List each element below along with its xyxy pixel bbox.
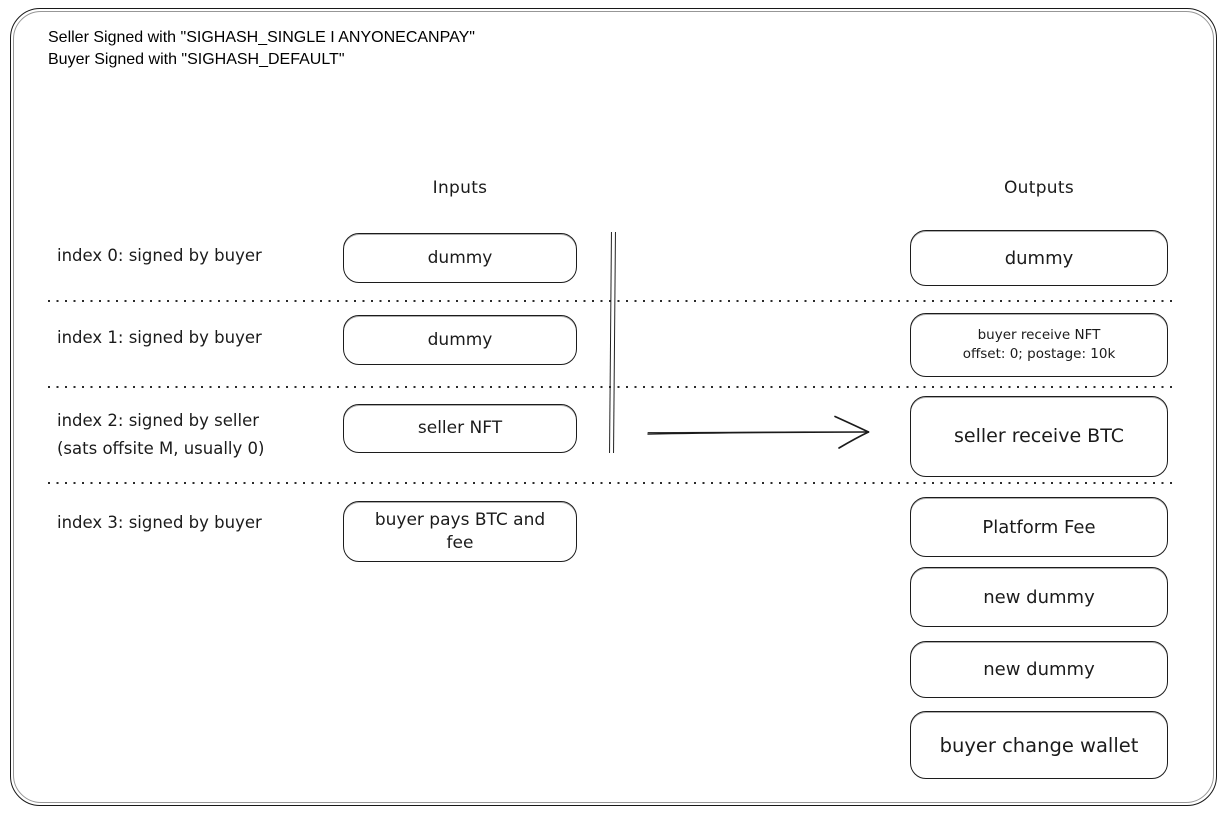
row-separator-3 [48, 482, 1172, 484]
seller-signature-note: Seller Signed with "SIGHASH_SINGLE I ANY… [48, 29, 475, 46]
output-box-buyer-receive-nft: buyer receive NFT offset: 0; postage: 10… [910, 313, 1168, 377]
flow-arrow-icon [647, 415, 870, 449]
input-box-dummy-0: dummy [343, 233, 577, 283]
output-box-buyer-change-wallet: buyer change wallet [910, 711, 1168, 779]
row-label-index2: index 2: signed by seller (sats offsite … [57, 411, 265, 458]
row-label-index3: index 3: signed by buyer [57, 513, 262, 532]
output-box-seller-receive-btc: seller receive BTC [910, 396, 1168, 477]
row-separator-2 [48, 386, 1172, 388]
buyer-signature-note: Buyer Signed with "SIGHASH_DEFAULT" [48, 51, 345, 68]
signature-note: Seller Signed with "SIGHASH_SINGLE I ANY… [48, 27, 475, 71]
row-label-index0: index 0: signed by buyer [57, 246, 262, 265]
outputs-column-header: Outputs [1003, 178, 1074, 198]
row-label-index1: index 1: signed by buyer [57, 328, 262, 347]
diagram-frame [10, 8, 1217, 806]
output-box-new-dummy-2: new dummy [910, 641, 1168, 698]
input-box-dummy-1: dummy [343, 315, 577, 365]
output-box-platform-fee: Platform Fee [910, 497, 1168, 557]
input-box-seller-nft: seller NFT [343, 404, 577, 453]
input-box-buyer-pays: buyer pays BTC and fee [343, 501, 577, 562]
output-box-dummy: dummy [910, 230, 1168, 286]
output-box-new-dummy-1: new dummy [910, 567, 1168, 627]
inputs-column-header: Inputs [432, 178, 488, 198]
row-separator-1 [48, 300, 1172, 302]
